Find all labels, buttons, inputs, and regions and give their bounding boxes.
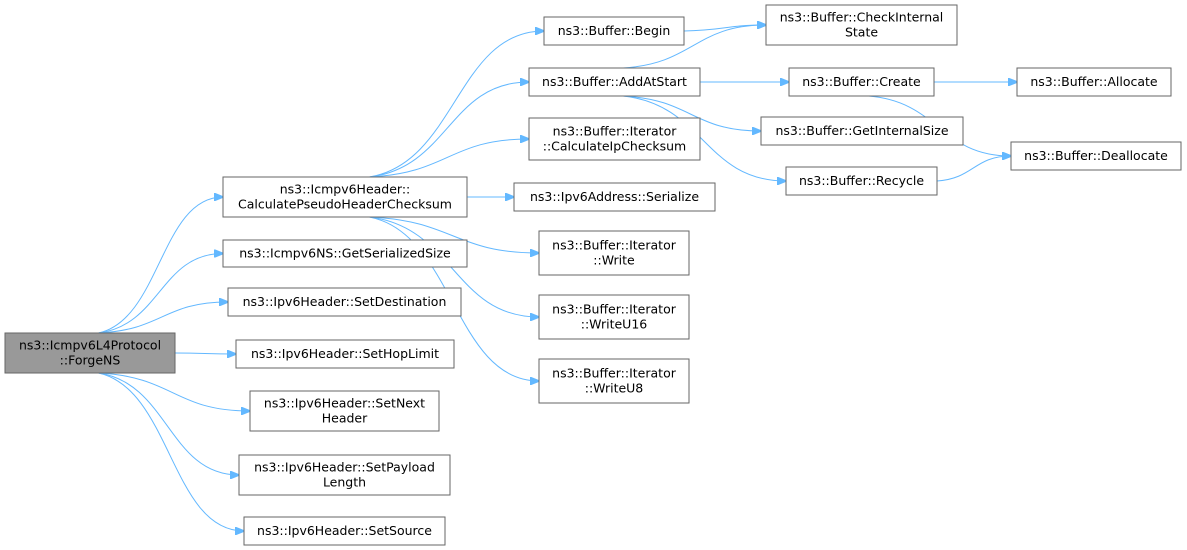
node-box xyxy=(765,4,958,46)
node-label: ns3::Buffer::AddAtStart xyxy=(542,74,687,89)
edge-forge-to-sethop xyxy=(174,353,236,354)
node-calcip[interactable]: ns3::Buffer::Iterator::CalculateIpChecks… xyxy=(528,117,701,161)
node-box xyxy=(1016,67,1172,97)
edge-forge-to-setsource xyxy=(98,372,245,531)
node-label: ns3::Buffer::Iterator xyxy=(553,124,678,139)
node-ipv6ser[interactable]: ns3::Ipv6Address::Serialize xyxy=(513,182,716,212)
edge-forge-to-getsize xyxy=(98,254,224,334)
node-box xyxy=(538,358,690,404)
node-box xyxy=(785,166,938,196)
node-deallocate[interactable]: ns3::Buffer::Deallocate xyxy=(1010,141,1182,171)
node-label: ns3::Buffer::GetInternalSize xyxy=(775,123,948,138)
node-begin[interactable]: ns3::Buffer::Begin xyxy=(543,16,685,46)
node-box xyxy=(543,16,685,46)
edge-forge-to-setpayload xyxy=(98,372,240,475)
node-label: State xyxy=(845,25,878,40)
node-recycle[interactable]: ns3::Buffer::Recycle xyxy=(785,166,938,196)
edge-addatstart-to-recycle xyxy=(622,95,786,181)
node-label: CalculatePseudoHeaderChecksum xyxy=(238,197,452,212)
node-label: ns3::Ipv6Header::SetDestination xyxy=(243,294,447,309)
node-label: ns3::Ipv6Header::SetSource xyxy=(257,523,432,538)
node-box xyxy=(528,117,701,161)
edge-calcpseudo-to-write xyxy=(369,216,539,253)
node-write[interactable]: ns3::Buffer::Iterator::Write xyxy=(538,230,690,276)
node-label: ns3::Buffer::Iterator xyxy=(552,302,677,317)
node-getsize[interactable]: ns3::Icmpv6NS::GetSerializedSize xyxy=(222,239,468,268)
node-writeu8[interactable]: ns3::Buffer::Iterator::WriteU8 xyxy=(538,358,690,404)
edge-calcpseudo-to-begin xyxy=(369,31,544,178)
edge-calcpseudo-to-calcip xyxy=(369,139,529,178)
node-box xyxy=(513,182,716,212)
edge-forge-to-setdest xyxy=(98,302,229,334)
node-label: ns3::Ipv6Header::SetHopLimit xyxy=(251,346,439,361)
node-box xyxy=(538,294,690,340)
node-label: ns3::Buffer::Allocate xyxy=(1030,74,1158,89)
node-label: Header xyxy=(322,411,368,426)
node-sethop[interactable]: ns3::Ipv6Header::SetHopLimit xyxy=(235,339,455,369)
node-box xyxy=(227,287,462,317)
node-box xyxy=(538,230,690,276)
node-box xyxy=(238,454,451,496)
node-box xyxy=(1010,141,1182,171)
node-box xyxy=(788,67,935,97)
node-label: ::Write xyxy=(593,253,635,268)
node-label: Length xyxy=(323,475,366,490)
node-layer: ns3::Icmpv6L4Protocol::ForgeNSns3::Icmpv… xyxy=(4,4,1182,546)
node-setsource[interactable]: ns3::Ipv6Header::SetSource xyxy=(243,516,446,546)
node-box xyxy=(528,67,701,97)
edge-calcpseudo-to-addatstart xyxy=(369,82,529,178)
node-box xyxy=(4,332,176,374)
node-label: ns3::Buffer::Deallocate xyxy=(1024,148,1168,163)
node-label: ns3::Ipv6Header::SetPayload xyxy=(254,460,435,475)
edge-forge-to-setnext xyxy=(98,372,251,411)
node-create[interactable]: ns3::Buffer::Create xyxy=(788,67,935,97)
node-box xyxy=(249,390,440,432)
edge-recycle-to-deallocate xyxy=(936,156,1011,182)
edge-forge-to-calcpseudo xyxy=(98,197,224,334)
node-getinternal[interactable]: ns3::Buffer::GetInternalSize xyxy=(760,116,964,146)
node-label: ::CalculateIpChecksum xyxy=(543,139,687,154)
node-addatstart[interactable]: ns3::Buffer::AddAtStart xyxy=(528,67,701,97)
node-label: ns3::Ipv6Address::Serialize xyxy=(530,189,699,204)
node-forge[interactable]: ns3::Icmpv6L4Protocol::ForgeNS xyxy=(4,332,176,374)
node-label: ns3::Buffer::Create xyxy=(802,74,921,89)
node-label: ns3::Icmpv6L4Protocol xyxy=(19,338,161,353)
node-box xyxy=(243,516,446,546)
node-label: ns3::Icmpv6Header:: xyxy=(280,182,411,197)
node-box xyxy=(760,116,964,146)
edge-addatstart-to-getinternal xyxy=(623,95,761,131)
node-box xyxy=(222,176,468,218)
node-writeu16[interactable]: ns3::Buffer::Iterator::WriteU16 xyxy=(538,294,690,340)
node-allocate[interactable]: ns3::Buffer::Allocate xyxy=(1016,67,1172,97)
node-label: ns3::Buffer::Iterator xyxy=(552,238,677,253)
node-box xyxy=(222,239,468,268)
node-label: ::ForgeNS xyxy=(60,353,121,368)
edge-addatstart-to-checkinternal xyxy=(623,25,766,69)
node-setdest[interactable]: ns3::Ipv6Header::SetDestination xyxy=(227,287,462,317)
node-calcpseudo[interactable]: ns3::Icmpv6Header::CalculatePseudoHeader… xyxy=(222,176,468,218)
node-label: ns3::Buffer::CheckInternal xyxy=(780,10,944,25)
node-label: ns3::Buffer::Iterator xyxy=(552,366,677,381)
node-label: ns3::Ipv6Header::SetNext xyxy=(264,396,425,411)
edge-layer xyxy=(98,25,1018,531)
node-box xyxy=(235,339,455,369)
node-label: ::WriteU16 xyxy=(581,317,648,332)
node-label: ns3::Icmpv6NS::GetSerializedSize xyxy=(239,246,451,261)
edge-calcpseudo-to-writeu16 xyxy=(369,216,539,317)
node-label: ns3::Buffer::Begin xyxy=(558,23,671,38)
node-label: ns3::Buffer::Recycle xyxy=(799,173,924,188)
node-label: ::WriteU8 xyxy=(585,381,644,396)
